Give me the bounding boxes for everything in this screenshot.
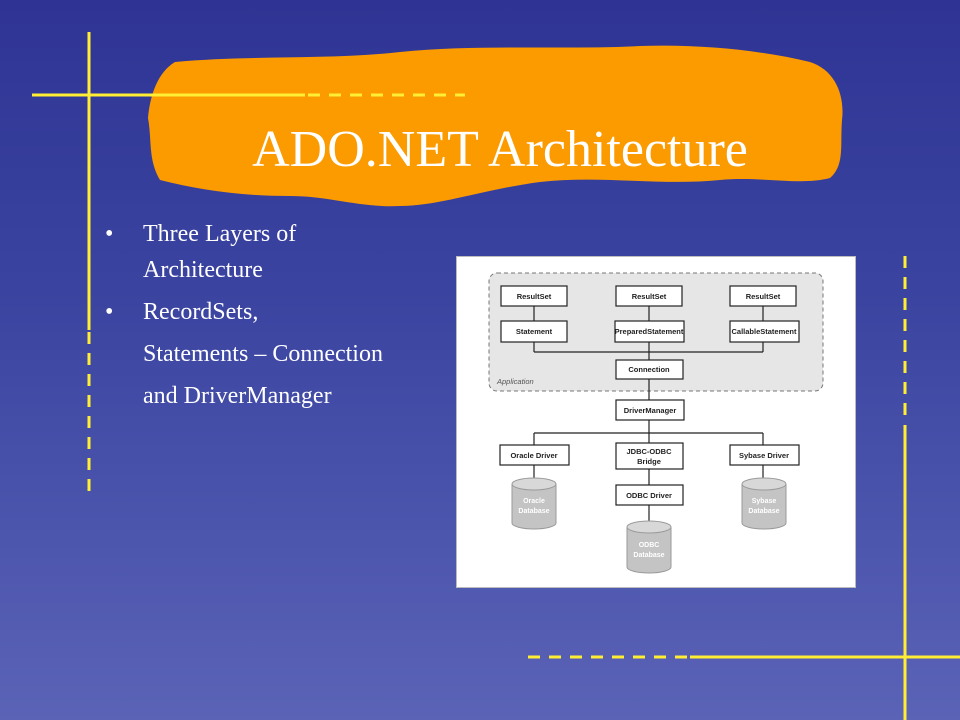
oracle-driver-box: Oracle Driver — [499, 444, 570, 466]
resultset-label: ResultSet — [632, 292, 667, 301]
connector-lines — [533, 306, 764, 523]
resultset-box: ResultSet — [615, 285, 683, 307]
resultset-label: ResultSet — [746, 292, 781, 301]
database-label: Sybase — [752, 498, 777, 505]
connection-box: Connection — [615, 359, 684, 380]
database-label: Database — [748, 508, 779, 515]
jdbc-odbc-bridge-box: JDBC-ODBC Bridge — [615, 442, 684, 470]
odbc-database-cylinder: ODBC Database — [626, 520, 672, 574]
odbc-driver-label: ODBC Driver — [626, 491, 672, 500]
resultset-label: ResultSet — [517, 292, 552, 301]
connection-label: Connection — [628, 365, 670, 374]
bullet-item: • Three Layers of Architecture — [105, 216, 445, 288]
prepared-statement-label: PreparedStatement — [615, 327, 684, 336]
prepared-statement-box: PreparedStatement — [614, 320, 685, 343]
database-label: Database — [633, 552, 664, 559]
application-group-label: Application — [496, 377, 534, 386]
callable-statement-box: CallableStatement — [729, 320, 800, 343]
bullet-text-line: and DriverManager — [143, 383, 332, 409]
bullet-text-line: Statements – Connection — [143, 341, 383, 367]
odbc-driver-box: ODBC Driver — [615, 484, 684, 506]
resultset-box: ResultSet — [729, 285, 797, 307]
database-label: Oracle — [523, 498, 545, 505]
sybase-database-cylinder: Sybase Database — [741, 477, 787, 530]
architecture-diagram: Application — [456, 256, 856, 588]
oracle-database-cylinder: Oracle Database — [511, 477, 557, 530]
title-blob — [148, 45, 843, 207]
jdbc-odbc-label: JDBC-ODBC — [627, 447, 673, 456]
slide-title: ADO.NET Architecture — [252, 121, 748, 178]
bullet-text-line: RecordSets, — [143, 299, 259, 325]
bullet-text-line: Architecture — [143, 257, 263, 283]
bullet-list: • Three Layers of Architecture • RecordS… — [105, 216, 445, 414]
statement-box: Statement — [500, 320, 568, 343]
bullet-symbol: • — [105, 299, 114, 325]
resultset-box: ResultSet — [500, 285, 568, 307]
sybase-driver-box: Sybase Driver — [729, 444, 800, 466]
driver-manager-box: DriverManager — [615, 399, 685, 421]
oracle-driver-label: Oracle Driver — [510, 451, 557, 460]
sybase-driver-label: Sybase Driver — [739, 451, 789, 460]
bridge-label: Bridge — [637, 457, 661, 466]
database-label: Database — [518, 508, 549, 515]
architecture-diagram-svg: Application — [488, 272, 824, 574]
bullet-symbol: • — [105, 221, 114, 247]
database-label: ODBC — [639, 542, 660, 549]
bullet-text-line: Three Layers of — [143, 221, 297, 247]
statement-label: Statement — [516, 327, 553, 336]
driver-manager-label: DriverManager — [624, 406, 677, 415]
callable-statement-label: CallableStatement — [731, 327, 797, 336]
bullet-item: • RecordSets, Statements – Connection an… — [105, 294, 445, 414]
